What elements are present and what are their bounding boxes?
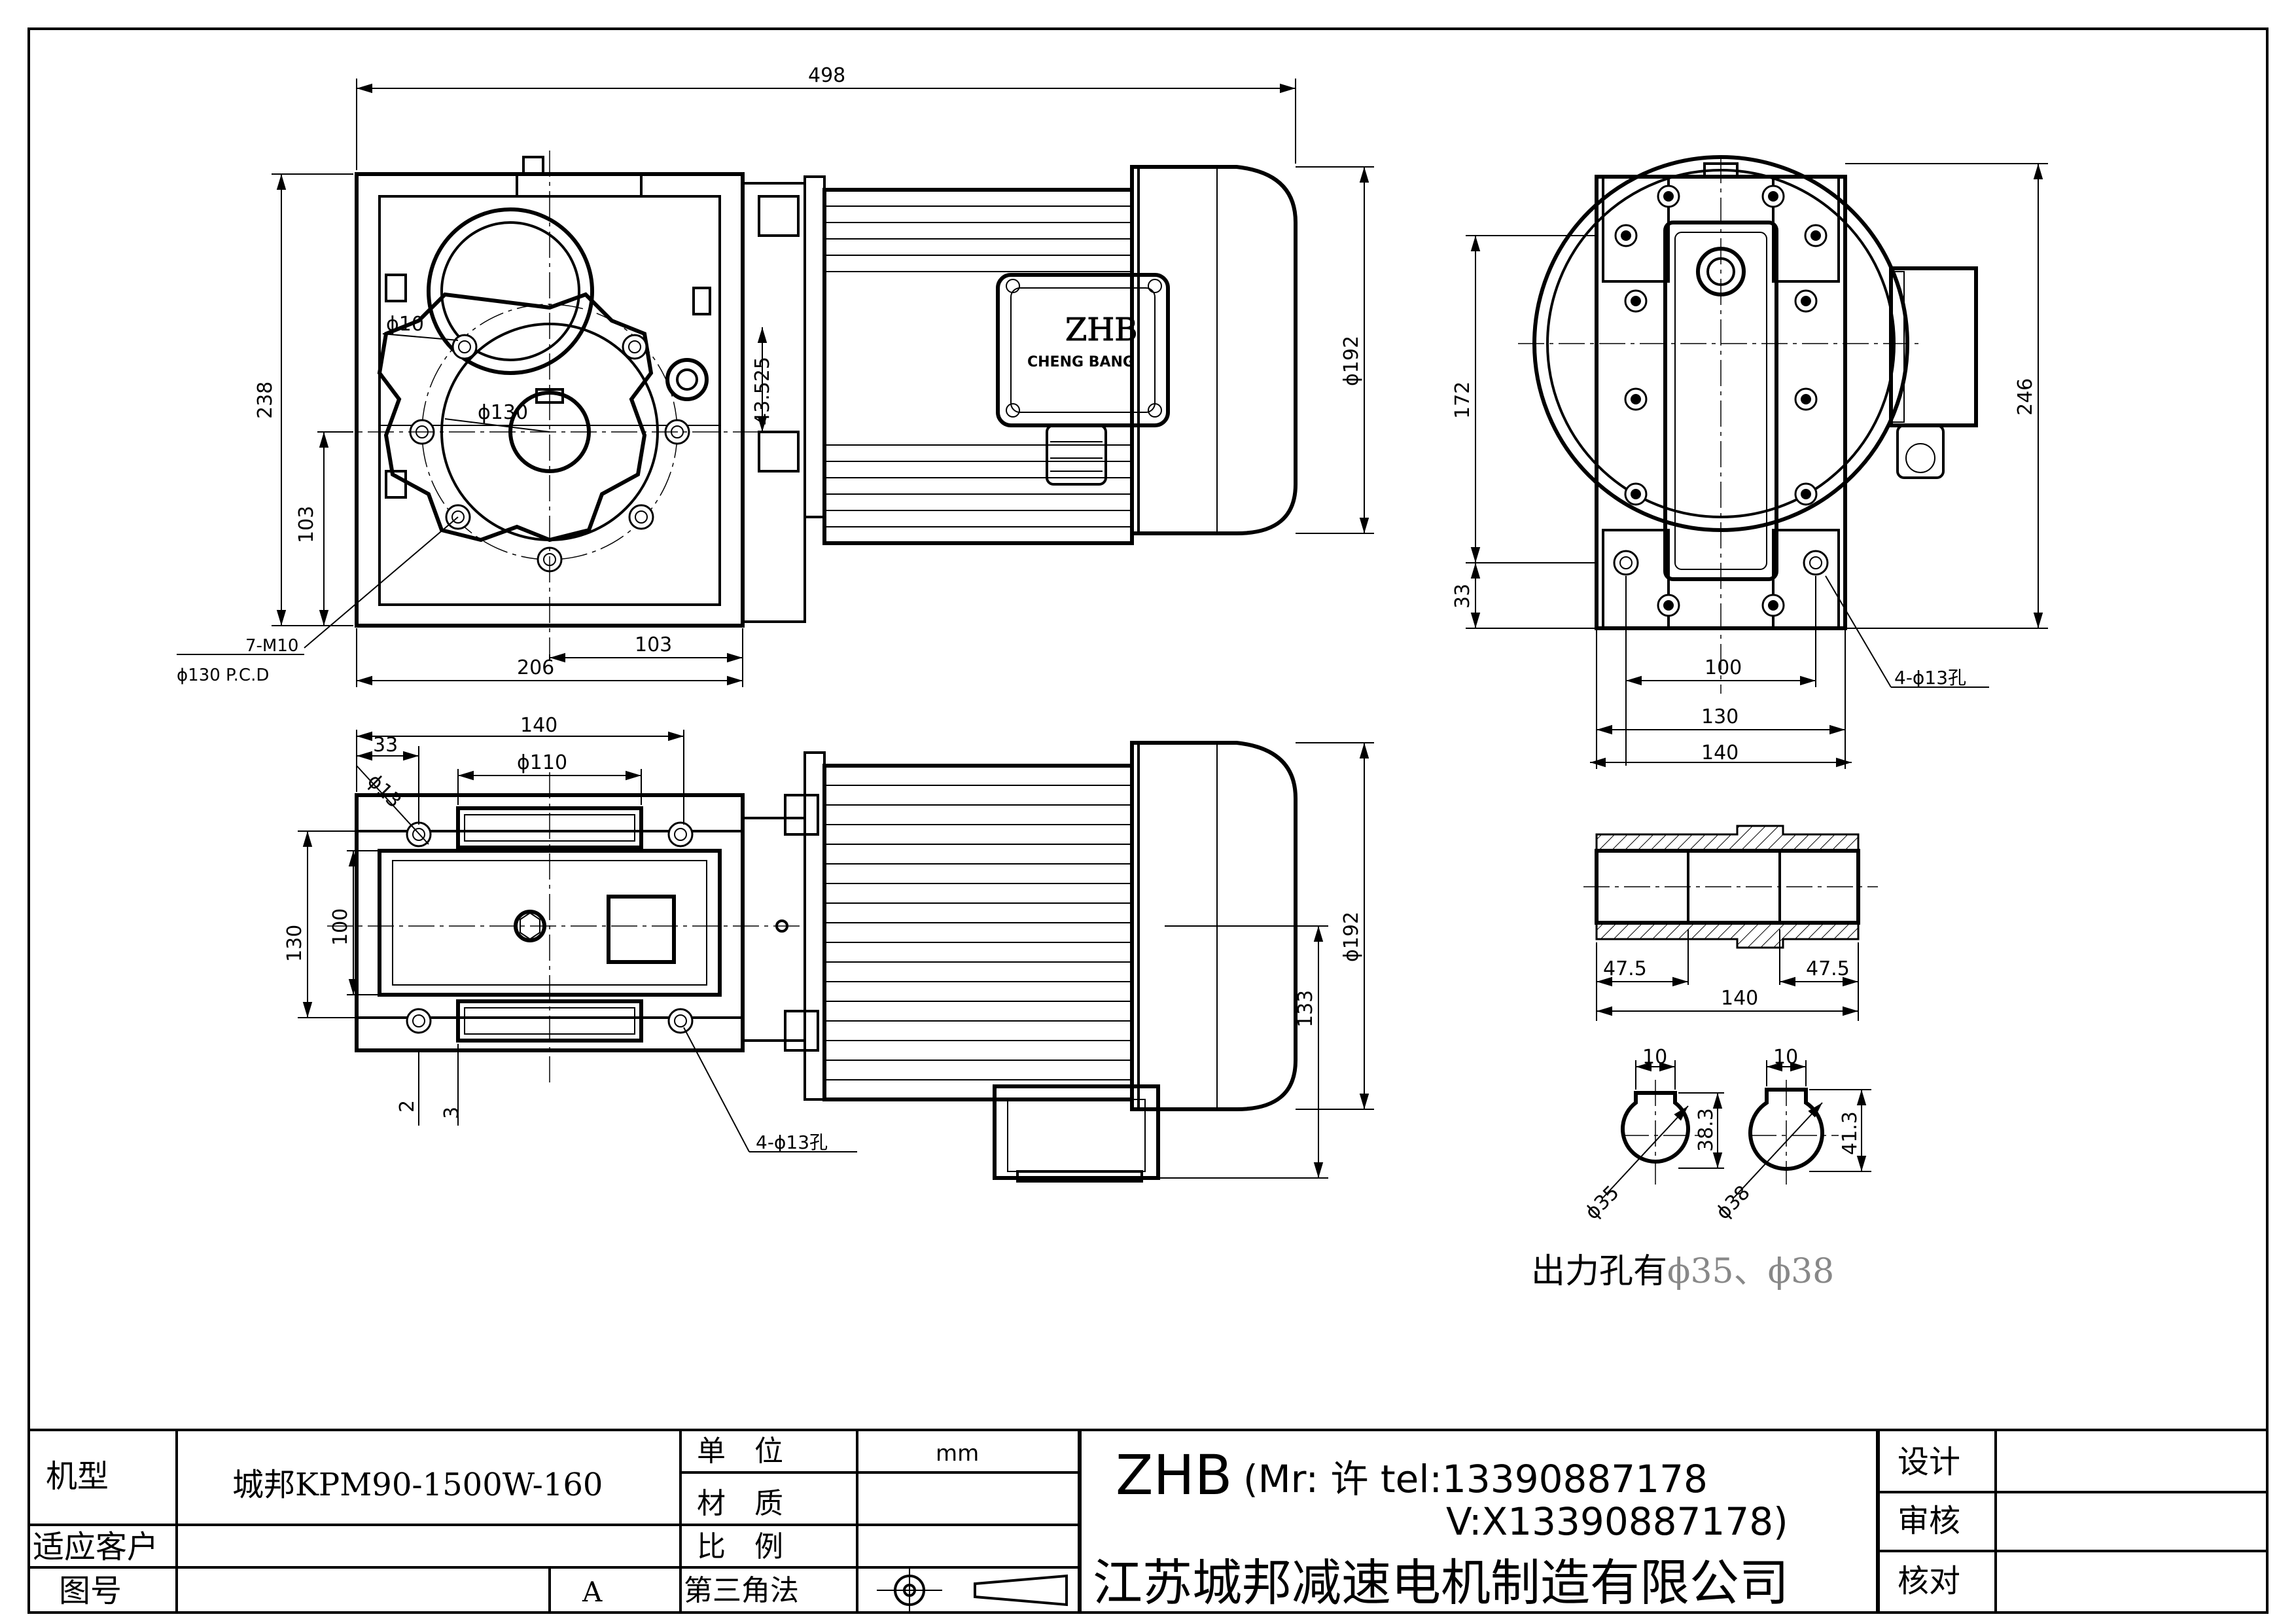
side-hole-note: 4-ϕ13孔 [1894,667,1966,688]
bottom-mount-hole [406,1008,432,1034]
shaft-dim-total: 140 [1721,987,1758,1010]
model-label: 机型 [46,1458,109,1495]
dim-shaft-offset: 43.525 [751,357,774,425]
side-cable-gland [1896,424,1945,479]
keyway-35-height: 38.3 [1695,1108,1718,1152]
bottom-window [607,895,676,964]
label-small-hole: ϕ10 [386,313,424,336]
nameplate-logo: ZHB [1065,312,1137,348]
front-view: ZHB CHENG BANG 498 238 103 43.525 ϕ192 [177,64,1374,687]
keyway-38-width: 10 [1773,1046,1798,1069]
bottom-fan-cover [1130,741,1298,1111]
bottom-dim-130: 130 [283,925,306,962]
side-view: 246 172 33 100 130 140 4-ϕ13孔 [1451,155,2048,769]
dim-width: 206 [517,656,554,679]
bottom-dim-3: 3 [440,1107,463,1119]
motor-fins [824,205,1132,527]
bottom-view: 140 33 ϕ110 ϕ13 130 100 2 3 ϕ192 133 4-ϕ… [283,714,1374,1183]
review-label: 审核 [1898,1503,1960,1539]
bottom-hole-note: 4-ϕ13孔 [756,1132,828,1153]
keyway-35-bore: ϕ35 [1581,1181,1624,1224]
bolt-hole [628,504,654,530]
title-block: 机型 城邦KPM90-1500W-160 适应客户 图号 A 单 位 mm 材 … [27,1429,2269,1614]
dim-half-width: 103 [635,633,672,656]
bottom-dim-hole: ϕ13 [362,770,406,813]
keyway-35: 10 38.3 ϕ35 [1581,1046,1724,1224]
side-dim-140: 140 [1701,741,1739,764]
side-dim-172: 172 [1451,382,1474,419]
keyway-38-bore: ϕ38 [1712,1181,1755,1224]
keyway-35-width: 10 [1642,1046,1667,1069]
bottom-dim-33: 33 [373,734,398,757]
bottom-dim-flange: ϕ110 [517,751,567,774]
bottom-mount-hole [667,1008,694,1034]
bottom-dim-140: 140 [520,714,557,737]
contact-line1: (Mr: 许 tel:13390887178 [1243,1457,1708,1501]
scale-label: 比 例 [697,1530,783,1563]
keyway-38-height: 41.3 [1839,1111,1862,1155]
bolt-note-line2: ϕ130 P.C.D [177,666,269,685]
drawing-no-label: 图号 [59,1573,122,1609]
bottom-terminal-box [993,1084,1160,1180]
brand: ZHB [1116,1443,1232,1507]
customer-label: 适应客户 [33,1529,158,1565]
side-dim-130: 130 [1701,705,1739,728]
side-dim-100: 100 [1704,656,1742,679]
fan-cover [1130,165,1298,535]
company: 江苏城邦减速电机制造有限公司 [1093,1554,1789,1612]
unit-label: 单 位 [697,1435,783,1468]
material-label: 材 质 [697,1487,783,1520]
bottom-dim-133: 133 [1294,990,1317,1027]
dim-overall-length: 498 [808,64,845,87]
bottom-dim-2: 2 [396,1100,419,1113]
side-mount-hole [1613,550,1639,576]
output-flange [377,292,654,543]
dim-lower-height: 103 [295,506,318,543]
shaft-dim-left: 47.5 [1603,957,1647,980]
nameplate [996,273,1170,427]
revision: A [582,1576,603,1608]
model-value: 城邦KPM90-1500W-160 [232,1467,603,1503]
label-pcd: ϕ130 [478,401,528,424]
nameplate-text: CHENG BANG [1027,354,1135,370]
check-label: 核对 [1898,1563,1960,1599]
bolt-hole [622,334,648,360]
contact-line2: V:X13390887178) [1446,1499,1788,1544]
shaft-section: 47.5 47.5 140 [1583,825,1878,1021]
bolt-hole [451,334,478,360]
oil-plug [665,358,709,401]
bolt-note-line1: 7-M10 [245,636,298,656]
side-mount-hole [1803,550,1829,576]
bottom-mount-hole [667,821,694,847]
dim-motor-dia: ϕ192 [1340,336,1363,386]
projection-symbol [877,1567,1068,1613]
keyway-38: 10 41.3 ϕ38 [1712,1046,1871,1224]
output-note: 出力孔有ϕ35、ϕ38 [1531,1252,1834,1291]
input-bore [427,207,594,375]
shaft-dim-right: 47.5 [1806,957,1850,980]
bottom-motor-body [822,764,1134,1101]
projection-label: 第三角法 [684,1574,799,1607]
bottom-motor-fins [824,785,1132,1080]
unit-value: mm [936,1440,979,1467]
bottom-dim-100: 100 [329,908,352,946]
dim-height: 238 [254,382,277,419]
bottom-dim-motor-dia: ϕ192 [1340,912,1363,962]
design-label: 设计 [1898,1444,1960,1480]
side-dim-height-total: 246 [2014,378,2037,416]
side-dim-33: 33 [1451,584,1474,609]
cable-gland [1046,424,1107,486]
